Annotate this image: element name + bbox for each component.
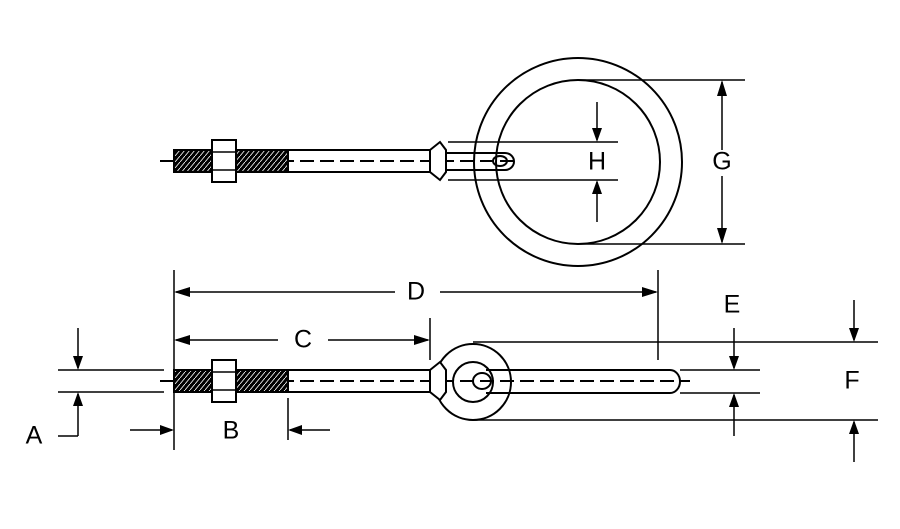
label-f: F <box>844 367 859 395</box>
side-view <box>58 270 878 462</box>
label-e: E <box>724 291 741 319</box>
label-d: D <box>407 278 425 306</box>
ring-inner <box>495 79 661 245</box>
label-a: A <box>26 422 43 450</box>
top-collar <box>429 140 447 182</box>
label-c: C <box>294 326 312 354</box>
side-collar <box>429 360 447 402</box>
side-nut <box>211 359 237 403</box>
label-g: G <box>712 148 731 176</box>
label-b: B <box>223 417 240 445</box>
top-nut <box>211 139 237 183</box>
label-h: H <box>588 148 606 176</box>
top-view <box>160 57 745 267</box>
